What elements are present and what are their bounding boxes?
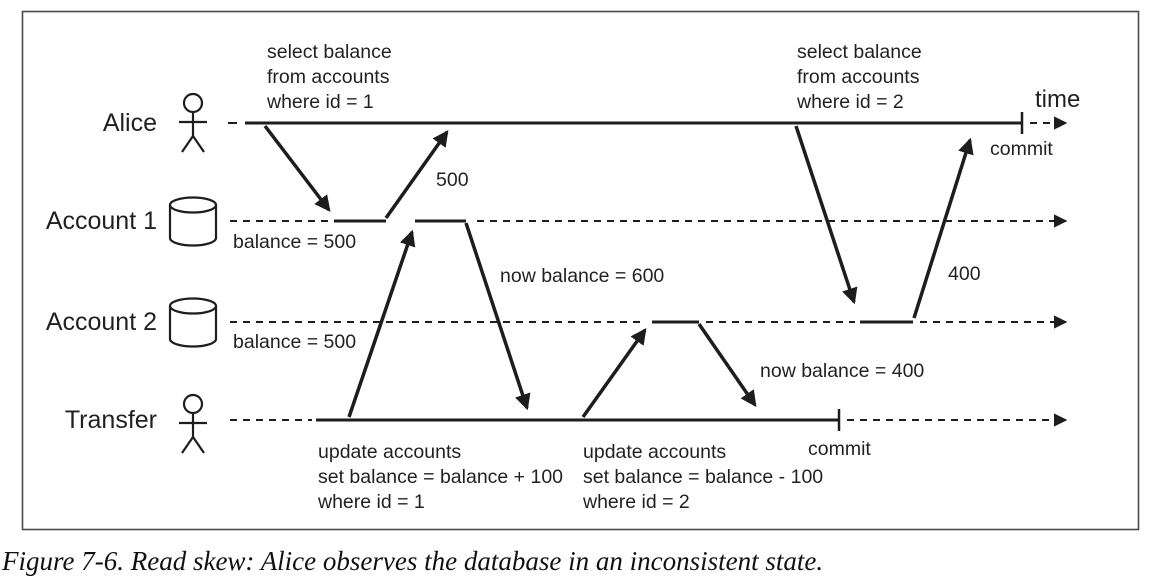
read1-value-label: 500 [436, 169, 469, 191]
query-line: set balance = balance - 100 [583, 466, 823, 488]
arrow-update2-request [581, 328, 647, 419]
query-line: where id = 1 [266, 91, 374, 113]
arrow-update1-request [347, 229, 416, 418]
row-label-transfer: Transfer [65, 406, 157, 434]
query-line: update accounts [318, 441, 461, 463]
query-line: from accounts [267, 66, 390, 88]
arrow-select1-request [263, 124, 331, 212]
query-line: select balance [797, 41, 922, 63]
arrow-read2-response [912, 137, 974, 319]
transfer-commit-label: commit [808, 438, 871, 460]
query-line: update accounts [583, 441, 726, 463]
query-update-2: update accounts set balance = balance - … [582, 441, 823, 513]
person-icon-alice [179, 92, 207, 153]
query-line: select balance [267, 41, 392, 63]
diagram-border [21, 10, 1140, 531]
row-label-account1: Account 1 [46, 207, 157, 235]
figure-caption: Figure 7-6. Read skew: Alice observes th… [1, 546, 823, 576]
query-line: from accounts [797, 66, 920, 88]
query-line: where id = 2 [796, 91, 904, 113]
arrow-select2-request [794, 125, 858, 305]
query-line: where id = 2 [582, 491, 690, 513]
database-icon-account2 [168, 297, 218, 348]
arrow-read1-response [384, 130, 449, 220]
time-axis-label: time [1035, 86, 1080, 113]
alice-commit-label: commit [990, 138, 1053, 160]
query-update-1: update accounts set balance = balance + … [317, 441, 563, 513]
query-select-1: select balance from accounts where id = … [266, 41, 392, 113]
database-icon-account1 [168, 196, 218, 247]
query-line: set balance = balance + 100 [318, 466, 563, 488]
read2-value-label: 400 [948, 263, 981, 285]
now-balance-400-label: now balance = 400 [760, 360, 924, 382]
account2-balance-note: balance = 500 [233, 331, 356, 353]
row-label-alice: Alice [103, 109, 157, 137]
query-select-2: select balance from accounts where id = … [796, 41, 922, 113]
row-label-account2: Account 2 [46, 308, 157, 336]
arrow-update2-return [697, 323, 757, 407]
query-line: where id = 1 [317, 491, 425, 513]
account1-balance-note: balance = 500 [233, 231, 356, 253]
person-icon-transfer [179, 393, 207, 454]
now-balance-600-label: now balance = 600 [500, 265, 664, 287]
arrow-update1-return [464, 222, 531, 411]
